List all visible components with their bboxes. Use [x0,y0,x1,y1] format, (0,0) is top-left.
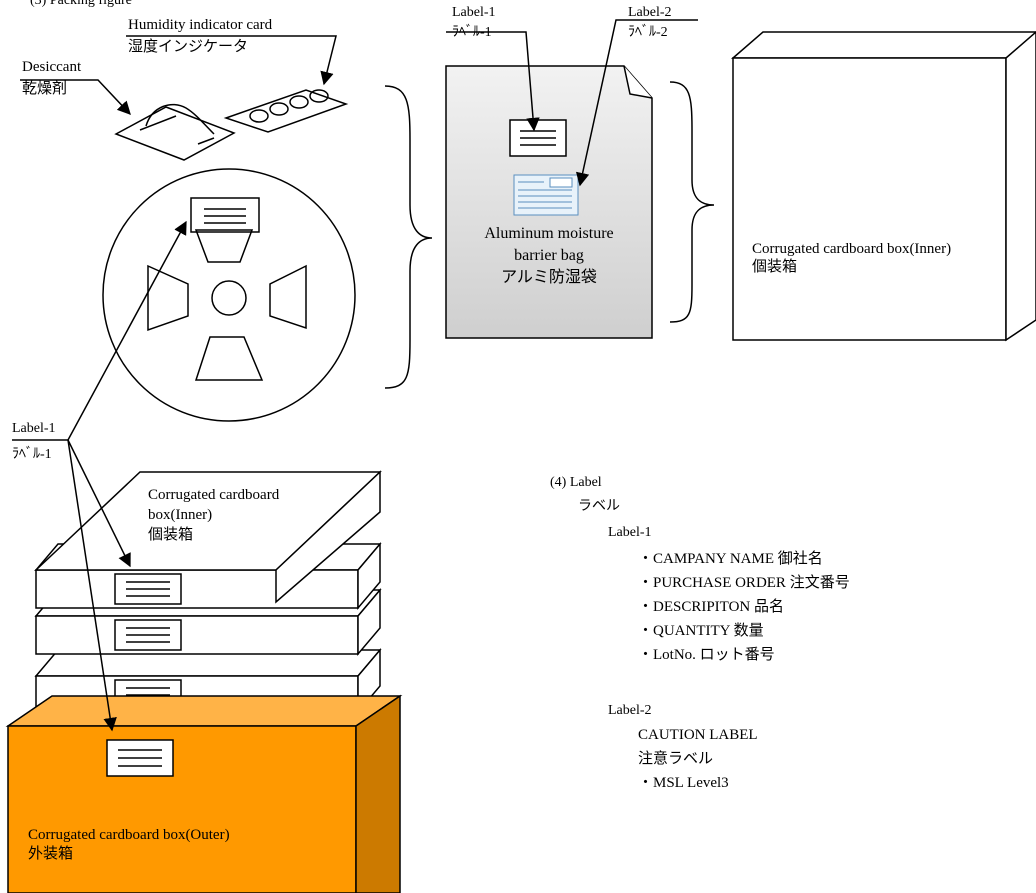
bag-label1-en: Label-1 [452,5,496,20]
label1-item-3: ・DESCRIPITON 品名 [638,599,784,615]
bag-text-line1: Aluminum moisture [484,225,614,242]
stack-inner-line1: Corrugated cardboard [148,487,280,503]
label1-item-5: ・LotNo. ロット番号 [638,647,775,663]
label1-item-4: ・QUANTITY 数量 [638,623,764,639]
packing-caption: (3) Packing figure [30,0,132,8]
arrow-to-stack [67,439,131,568]
inner-box-right-jp: 個装箱 [752,259,798,275]
label-section-heading: (4) Label [550,475,602,490]
reel [102,168,356,422]
stack-label1-en: Label-1 [12,421,56,436]
outer-box [5,694,403,893]
bag-label2-jp: ﾗﾍﾞﾙ-2 [628,25,668,40]
desiccant-packet [114,103,236,161]
inner-box-right-en: Corrugated cardboard box(Inner) [752,241,952,257]
desiccant-leader [20,79,131,115]
arrow-to-reel [67,220,187,441]
bag-label1-jp: ﾗﾍﾞﾙ-1 [452,25,492,40]
outer-box-jp: 外装箱 [28,846,74,862]
label1-item-2: ・PURCHASE ORDER 注文番号 [638,575,850,591]
stack-inner-line2: box(Inner) [148,507,213,523]
stack-box-1 [34,470,382,604]
humidity-card-leader [126,35,337,86]
stack-label1-jp: ﾗﾍﾞﾙ-1 [12,447,52,462]
stack-inner-jp: 個装箱 [148,527,194,543]
humidity-card-label-en: Humidity indicator card [128,17,273,33]
label1-title: Label-1 [608,525,652,540]
bag-text-jp: アルミ防湿袋 [501,269,597,286]
bag-text-line2: barrier bag [514,247,584,264]
label2-title: Label-2 [608,703,652,718]
arrow-to-outer [67,439,117,732]
humidity-card [223,89,349,133]
bag-label2-en: Label-2 [628,5,672,20]
label1-item-1: ・CAMPANY NAME 御社名 [638,551,823,567]
desiccant-label-en: Desiccant [22,59,82,75]
label2-line-2: 注意ラベル [638,751,714,767]
label2-line-3: ・MSL Level3 [638,775,729,791]
desiccant-label-jp: 乾燥剤 [22,81,68,97]
inner-box-right [730,31,1036,342]
bag-label2-leader [575,19,698,187]
bag-label1-leader [446,31,540,132]
caution-label-mini [513,174,579,216]
label-section-heading-jp: ラベル [578,499,620,514]
right-brace [669,81,715,323]
left-brace [384,85,433,389]
outer-box-en: Corrugated cardboard box(Outer) [28,827,230,843]
label2-line-1: CAUTION LABEL [638,727,758,743]
humidity-card-label-jp: 湿度インジケータ [128,39,249,55]
